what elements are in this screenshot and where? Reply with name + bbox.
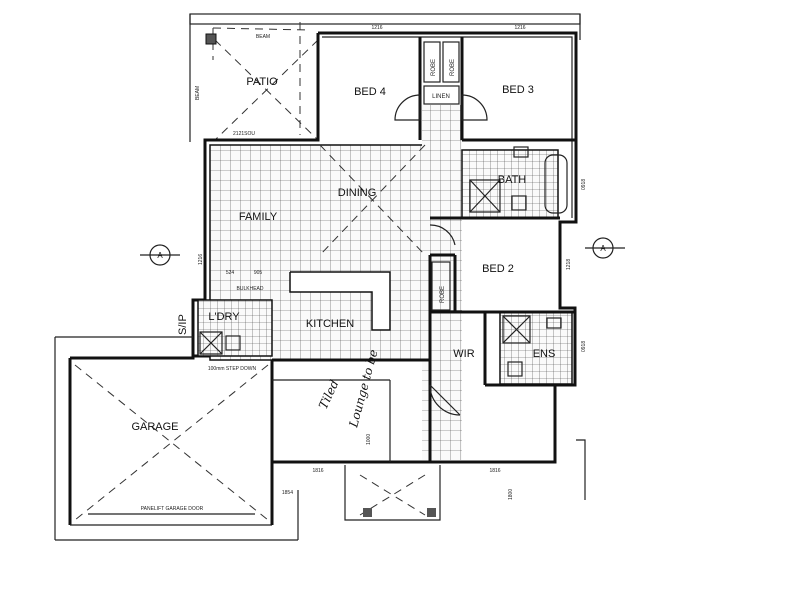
room-label-bed4: BED 4 bbox=[354, 86, 386, 98]
dim-left-wall: 1216 bbox=[198, 254, 204, 265]
room-label-kitchen: KITCHEN bbox=[306, 318, 354, 330]
note-slip: S/IP bbox=[177, 314, 189, 335]
dim-beam-side: BEAM bbox=[195, 86, 201, 100]
section-marker-right: A bbox=[585, 237, 625, 259]
room-label-ldry: L'DRY bbox=[208, 311, 240, 323]
dim-patio-edge: 2121SOU bbox=[233, 131, 255, 137]
dim-beam-top: BEAM bbox=[256, 34, 270, 40]
garage-structure bbox=[54, 336, 299, 541]
exterior-walls bbox=[191, 31, 578, 464]
door-swings bbox=[394, 94, 488, 416]
note-bulkhead: BULKHEAD bbox=[237, 286, 264, 292]
ens-fixtures bbox=[502, 315, 562, 377]
dim-bed2-side: 1218 bbox=[566, 259, 572, 270]
laundry-fixtures bbox=[199, 331, 241, 355]
room-label-robe-bed2: ROBE bbox=[440, 286, 446, 303]
dim-bottom-left: 1816 bbox=[312, 468, 323, 474]
dim-top-bed3: 1216 bbox=[514, 25, 525, 31]
dim-garage-corner: 1854 bbox=[282, 490, 293, 496]
interior-walls bbox=[272, 37, 576, 462]
note-garage-door: PANELIFT GARAGE DOOR bbox=[141, 506, 204, 512]
dining-diagonals bbox=[319, 144, 426, 256]
roof-edge-right bbox=[576, 439, 586, 500]
note-step-down: 100mm STEP DOWN bbox=[208, 366, 257, 372]
section-marker-label: A bbox=[157, 251, 163, 260]
room-label-bed3: BED 3 bbox=[502, 84, 534, 96]
patio-post bbox=[205, 33, 217, 45]
dim-entry-height: 1000 bbox=[366, 434, 372, 445]
room-label-bath: BATH bbox=[498, 174, 527, 186]
dim-ldry-a: 524 bbox=[226, 270, 235, 276]
room-label-ens: ENS bbox=[533, 348, 556, 360]
room-label-robe-a: ROBE bbox=[431, 59, 437, 76]
garage-roof-diagonals bbox=[74, 364, 269, 521]
room-label-wir: WIR bbox=[453, 348, 474, 360]
room-label-linen: LINEN bbox=[432, 94, 450, 100]
robe-cupboards bbox=[423, 41, 460, 311]
dim-bottom-right: 1816 bbox=[489, 468, 500, 474]
handwritten-tiled: Tiled bbox=[316, 377, 342, 411]
kitchen-bench bbox=[289, 271, 391, 331]
section-marker-label: A bbox=[600, 244, 606, 253]
room-label-patio: PATIO bbox=[246, 76, 278, 88]
room-label-family: FAMILY bbox=[239, 211, 278, 223]
bath-fixtures bbox=[469, 146, 568, 214]
dim-ens-side: 0918 bbox=[581, 341, 587, 352]
dim-porch: 1800 bbox=[508, 489, 514, 500]
room-label-garage: GARAGE bbox=[131, 421, 178, 433]
dim-bath-side: 0918 bbox=[581, 179, 587, 190]
room-label-bed2: BED 2 bbox=[482, 263, 514, 275]
porch bbox=[344, 465, 441, 521]
tiled-floor-ldry bbox=[197, 299, 273, 357]
room-label-dining: DINING bbox=[338, 187, 377, 199]
roof-outline bbox=[189, 13, 581, 142]
room-label-robe-b: ROBE bbox=[450, 59, 456, 76]
patio-roof-diagonals bbox=[214, 22, 319, 141]
section-marker-left: A bbox=[140, 244, 180, 266]
dim-ldry-b: 905 bbox=[254, 270, 263, 276]
dim-top-bed4: 1216 bbox=[371, 25, 382, 31]
